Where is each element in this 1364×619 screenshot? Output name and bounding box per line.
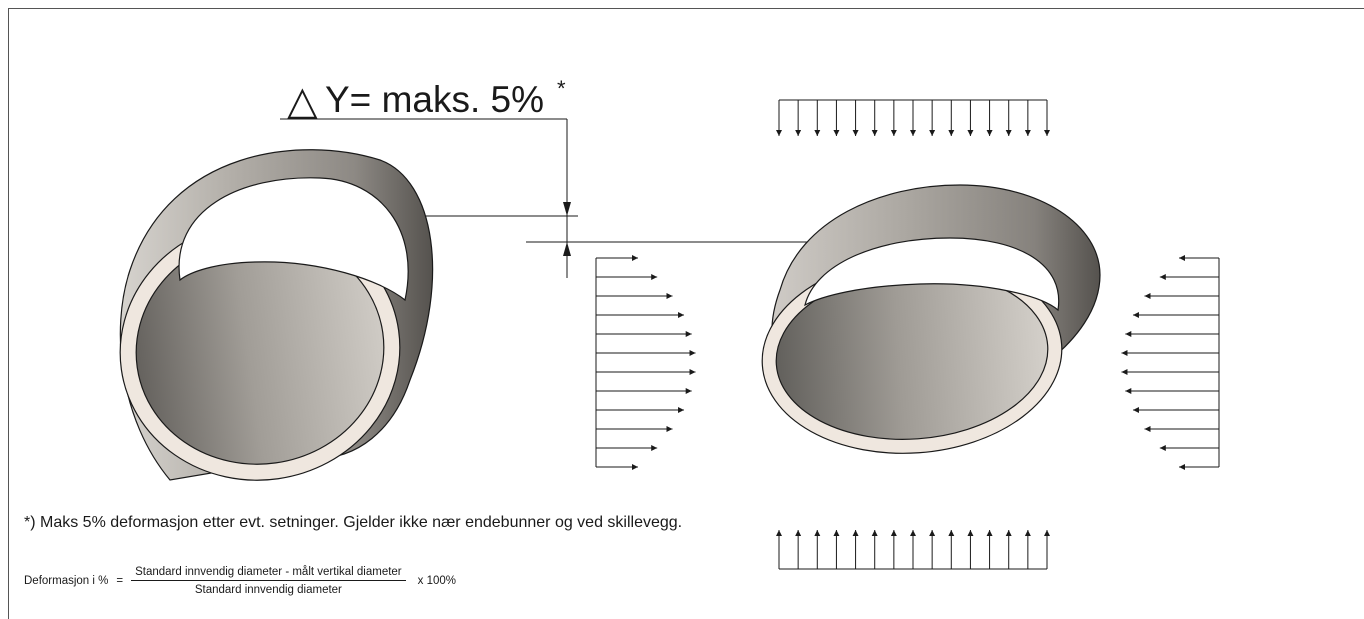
left-soil-pressure-arrows [595,255,696,470]
deformed-pipe-inner-highlight [804,237,1060,312]
frame-left-border [8,8,9,619]
title-text: Y= maks. 5% [325,79,544,120]
deformed-pipe [761,184,1101,454]
frame-top-border [8,8,1364,9]
top-load-arrows [776,99,1050,136]
formula-fraction: Standard innvendig diameter - målt verti… [131,566,406,596]
right-soil-pressure-arrows [1121,255,1220,470]
dimension-arrow-down-icon [563,202,571,216]
footnote-text: *) Maks 5% deformasjon etter evt. setnin… [24,514,683,531]
formula-equals: = [116,575,124,587]
deformation-formula: Deformasjon i % = Standard innvendig dia… [24,566,456,596]
formula-label: Deformasjon i % [24,575,109,587]
formula-numerator: Standard innvendig diameter - målt verti… [131,566,406,581]
delta-icon: △ [287,78,318,124]
undeformed-pipe [119,149,434,481]
title-asterisk: * [557,76,566,101]
undeformed-pipe-inner-highlight [178,177,409,302]
bottom-load-arrows [776,530,1050,570]
dimension-arrow-up-icon [563,242,571,256]
formula-multiplier: x 100% [417,575,456,587]
formula-denominator: Standard innvendig diameter [194,584,342,596]
